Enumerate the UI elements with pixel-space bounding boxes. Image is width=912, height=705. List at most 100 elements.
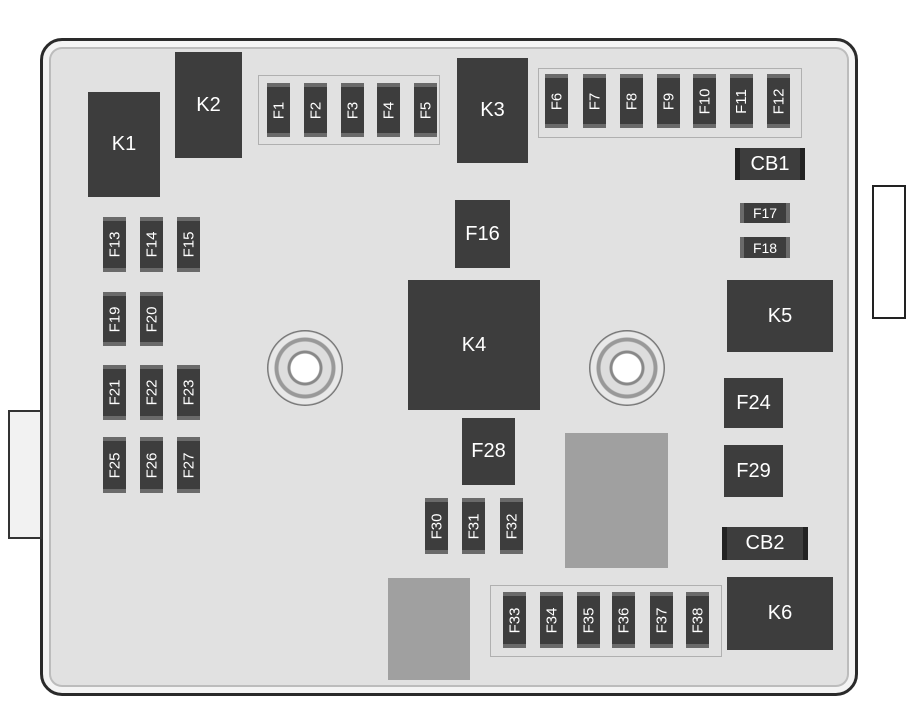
fuse-f17: F17	[740, 203, 790, 223]
fuse-f15: F15	[177, 217, 200, 272]
fuse-f11: F11	[730, 74, 753, 128]
relay-label: K2	[196, 93, 221, 116]
fuse-label: F22	[143, 379, 161, 406]
fuse-label: F6	[547, 92, 565, 110]
fuse-f34: F34	[540, 592, 563, 648]
fuse-label: F25	[106, 452, 124, 478]
fuse-f10: F10	[693, 74, 716, 128]
fuse-label: F12	[770, 88, 788, 114]
fuse-label: F31	[465, 513, 483, 539]
fuse-f24: F24	[724, 378, 783, 428]
fuse-label: F5	[416, 101, 434, 119]
fuse-frame	[490, 585, 722, 657]
fuse-label: F29	[736, 459, 771, 482]
fuse-f2: F2	[304, 83, 327, 137]
fuse-label: F14	[143, 231, 161, 258]
fuse-label: F34	[543, 607, 561, 633]
fuse-label: F18	[752, 239, 778, 256]
fuse-label: F4	[379, 101, 397, 119]
fuse-f23: F23	[177, 365, 200, 420]
circuit-breaker-label: CB2	[745, 532, 785, 554]
mounting-bolt	[267, 330, 343, 406]
fuse-label: F38	[689, 607, 707, 633]
fuse-f26: F26	[140, 437, 163, 493]
fuse-f32: F32	[500, 498, 523, 554]
fuse-label: F32	[503, 513, 521, 539]
fuse-label: F26	[143, 452, 161, 478]
fuse-f13: F13	[103, 217, 126, 272]
fuse-f27: F27	[177, 437, 200, 493]
fuse-f9: F9	[657, 74, 680, 128]
fuse-f16: F16	[455, 200, 510, 268]
fuse-label: F9	[659, 92, 677, 110]
fuse-label: F19	[106, 306, 124, 332]
circuit-breaker-label: CB1	[750, 152, 790, 175]
fuse-frame	[258, 75, 440, 145]
fuse-label: F33	[506, 607, 524, 633]
fuse-f21: F21	[103, 365, 126, 420]
relay-label: K1	[111, 133, 137, 155]
fuse-f38: F38	[686, 592, 709, 648]
fuse-label: F8	[622, 92, 640, 110]
fuse-label: F30	[428, 513, 446, 539]
fuse-label: F21	[106, 379, 124, 406]
fuse-f8: F8	[620, 74, 643, 128]
fuse-label: F27	[180, 452, 198, 478]
fuse-label: F20	[143, 306, 161, 332]
fuse-label: F13	[106, 231, 124, 258]
fuse-f7: F7	[583, 74, 606, 128]
relay-k4: K4	[408, 280, 540, 410]
fuse-f5: F5	[414, 83, 437, 137]
fuse-f37: F37	[650, 592, 673, 648]
side-connector	[872, 185, 906, 319]
fuse-f35: F35	[577, 592, 600, 648]
relay-label: K6	[767, 602, 793, 624]
fuse-f18: F18	[740, 237, 790, 258]
relay-k3: K3	[457, 58, 528, 163]
circuit-breaker-cb1: CB1	[735, 148, 805, 180]
fuse-f33: F33	[503, 592, 526, 648]
fuse-label: F16	[465, 222, 500, 245]
fuse-label: F10	[696, 88, 714, 114]
fuse-f19: F19	[103, 292, 126, 346]
mounting-bolt	[589, 330, 665, 406]
fuse-label: F1	[269, 101, 287, 119]
fuse-f14: F14	[140, 217, 163, 272]
fuse-label: F37	[653, 607, 671, 633]
fuse-f3: F3	[341, 83, 364, 137]
fuse-label: F7	[585, 92, 603, 110]
fuse-label: F15	[180, 231, 198, 258]
fuse-label: F23	[180, 379, 198, 406]
fuse-f1: F1	[267, 83, 290, 137]
fuse-label: F35	[580, 607, 598, 633]
fuse-label: F28	[471, 440, 506, 462]
fuse-label: F24	[736, 391, 771, 414]
relay-label: K4	[461, 333, 487, 356]
fuse-f25: F25	[103, 437, 126, 493]
fuse-label: F36	[615, 607, 633, 633]
fuse-f6: F6	[545, 74, 568, 128]
fuse-label: F17	[752, 205, 778, 221]
fuse-f29: F29	[724, 445, 783, 497]
fuse-label: F11	[733, 88, 751, 114]
circuit-breaker-cb2: CB2	[722, 527, 808, 560]
fuse-f22: F22	[140, 365, 163, 420]
blank-block	[565, 433, 668, 568]
relay-k2: K2	[175, 52, 242, 158]
fuse-label: F2	[306, 101, 324, 119]
side-clip	[8, 410, 42, 539]
fuse-frame	[538, 68, 802, 138]
blank-block	[388, 578, 470, 680]
fuse-f28: F28	[462, 418, 515, 485]
fuse-f20: F20	[140, 292, 163, 346]
fuse-f36: F36	[612, 592, 635, 648]
fuse-label: F3	[343, 101, 361, 119]
fuse-f12: F12	[767, 74, 790, 128]
relay-label: K3	[480, 99, 505, 121]
relay-k1: K1	[88, 92, 160, 197]
fuse-f30: F30	[425, 498, 448, 554]
fuse-f4: F4	[377, 83, 400, 137]
fuse-f31: F31	[462, 498, 485, 554]
relay-k5: K5	[727, 280, 833, 352]
relay-label: K5	[767, 304, 793, 327]
